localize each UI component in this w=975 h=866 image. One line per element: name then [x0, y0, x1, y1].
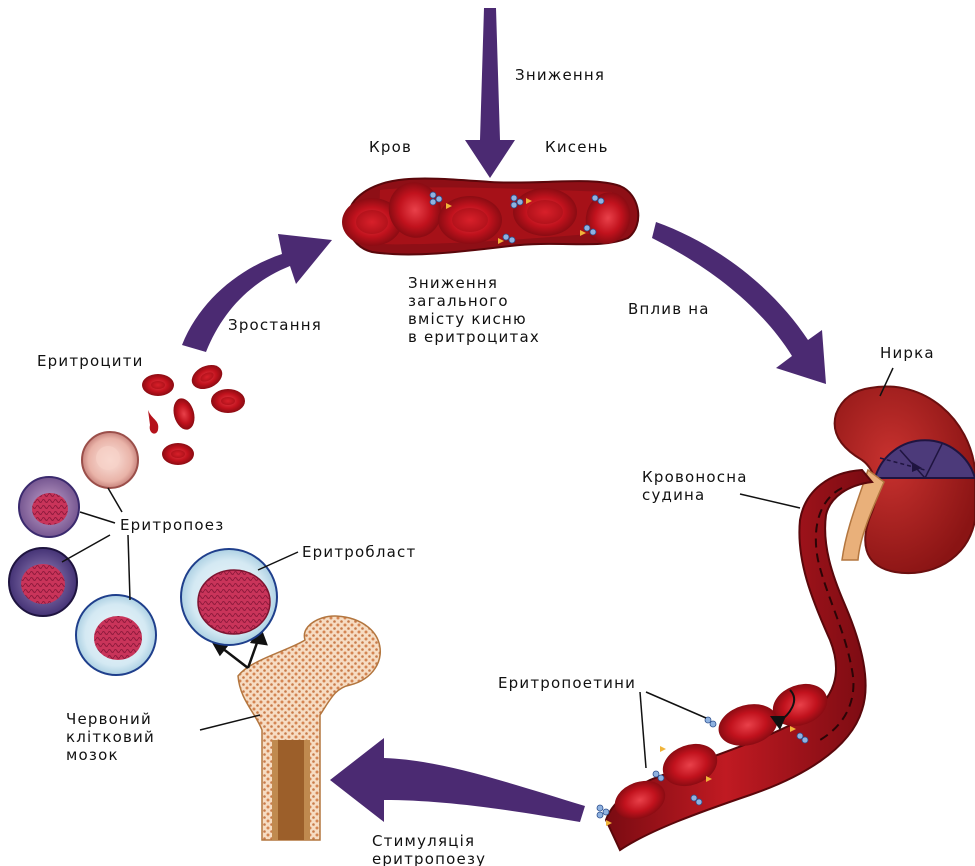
- red-marrow-line-1: Червоний: [66, 710, 155, 728]
- stage-cell-2: [9, 548, 77, 616]
- kidney-label: Нирка: [880, 344, 935, 362]
- oxygen-reduction-line-1: Зниження: [408, 274, 540, 292]
- stimulation-line-2: еритропоезу: [372, 850, 486, 866]
- growth-label: Зростання: [228, 316, 322, 334]
- stage-cell-1: [76, 595, 156, 675]
- oxygen-label: Кисень: [545, 138, 609, 156]
- red-marrow-line-2: клітковий: [66, 728, 155, 746]
- stage-cell-3: [19, 477, 79, 537]
- kidney-blood-vessel: [597, 470, 872, 850]
- stimulation-label: Стимуляція еритропоезу: [372, 832, 486, 866]
- erythroblast-label: Еритробласт: [302, 543, 416, 561]
- blood-vessel-line-1: Кровоносна: [642, 468, 748, 486]
- erythropoietins-label: Еритропоетини: [498, 674, 636, 692]
- growth-arrow: [182, 234, 332, 352]
- red-marrow-line-3: мозок: [66, 746, 155, 764]
- stage-cell-4: [82, 432, 138, 488]
- decrease-label: Зниження: [515, 66, 605, 84]
- stimulation-arrow: [330, 738, 585, 822]
- oxygen-reduction-line-2: загального: [408, 292, 540, 310]
- blood-vessel-label: Кровоносна судина: [642, 468, 748, 504]
- effect-on-label: Вплив на: [628, 300, 710, 318]
- decrease-arrow: [465, 8, 515, 178]
- blood-label: Кров: [369, 138, 412, 156]
- blood-vessel-line-2: судина: [642, 486, 748, 504]
- top-blood-vessel: [342, 175, 638, 255]
- oxygen-reduction-line-4: в еритроцитах: [408, 328, 540, 346]
- stimulation-line-1: Стимуляція: [372, 832, 486, 850]
- erythroblast-cell: [181, 549, 277, 645]
- red-marrow-label: Червоний клітковий мозок: [66, 710, 155, 764]
- erythropoiesis-label: Еритропоез: [120, 516, 224, 534]
- erythrocytes-cluster: [142, 360, 245, 465]
- femur-bone: [238, 616, 380, 840]
- oxygen-reduction-label: Зниження загального вмісту кисню в еритр…: [408, 274, 540, 346]
- oxygen-reduction-line-3: вмісту кисню: [408, 310, 540, 328]
- erythrocytes-label: Еритроцити: [37, 352, 144, 370]
